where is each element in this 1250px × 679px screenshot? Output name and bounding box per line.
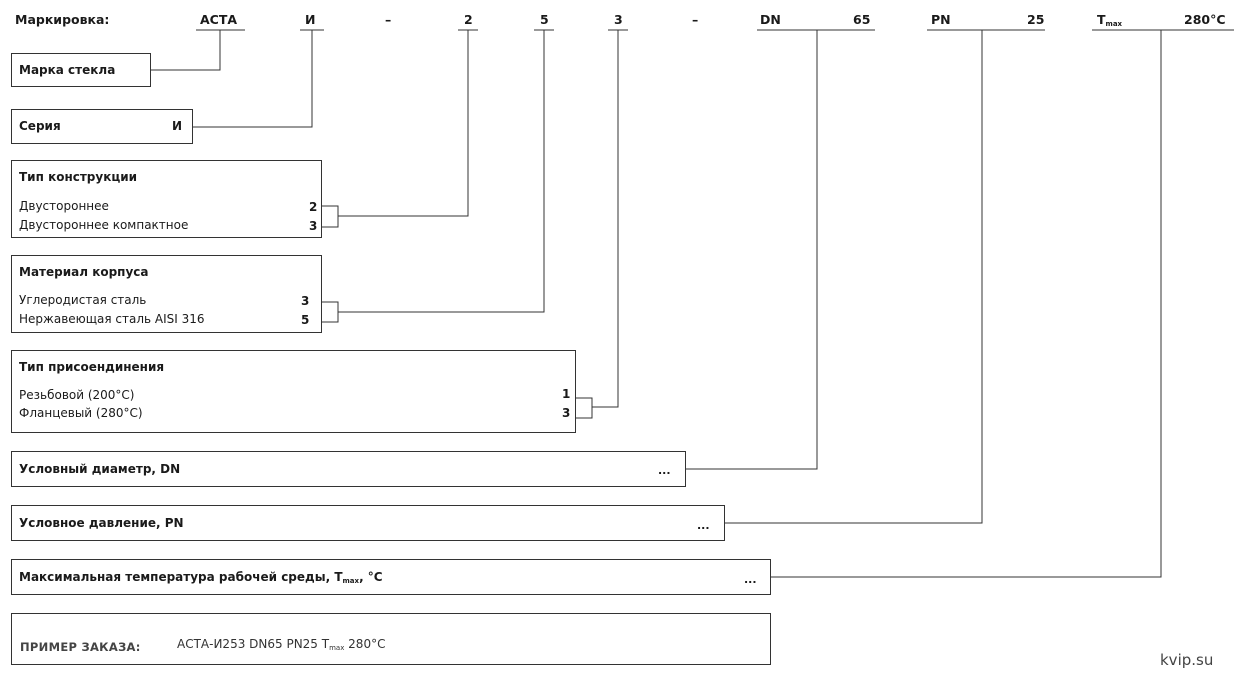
order-example-value: АСТА-И253 DN65 PN25 Tmax 280°С bbox=[177, 637, 386, 652]
nominal-pressure-box: Условное давление, PN ... bbox=[11, 505, 725, 541]
max-temperature-title: Максимальная температура рабочей среды, … bbox=[19, 570, 383, 585]
material-option-label: Углеродистая сталь bbox=[19, 293, 147, 307]
series-box: Серия И bbox=[11, 109, 193, 144]
order-example-label: ПРИМЕР ЗАКАЗА: bbox=[20, 640, 141, 654]
construction-option-label: Двустороннее bbox=[19, 199, 109, 213]
max-temperature-ellipsis: ... bbox=[744, 573, 757, 586]
marking-pn-value: 25 bbox=[1027, 12, 1045, 27]
marking-series: И bbox=[305, 12, 316, 27]
marking-digit-material: 5 bbox=[540, 12, 549, 27]
nominal-diameter-box: Условный диаметр, DN ... bbox=[11, 451, 686, 487]
construction-option-code: 3 bbox=[309, 219, 318, 233]
connection-type-box: Тип присоендинения Резьбовой (200°С) 1 Ф… bbox=[11, 350, 576, 433]
connection-option-label: Фланцевый (280°С) bbox=[19, 406, 143, 420]
marking-digit-construction: 2 bbox=[464, 12, 473, 27]
glass-grade-title: Марка стекла bbox=[19, 63, 116, 77]
max-temperature-box: Максимальная температура рабочей среды, … bbox=[11, 559, 771, 595]
marking-dash-2: – bbox=[692, 12, 699, 27]
body-material-title: Материал корпуса bbox=[19, 265, 149, 279]
construction-option-label: Двустороннее компактное bbox=[19, 218, 189, 232]
glass-grade-box: Марка стекла bbox=[11, 53, 151, 87]
series-title: Серия bbox=[19, 119, 61, 133]
series-code: И bbox=[172, 119, 183, 133]
material-option-label: Нержавеющая сталь AISI 316 bbox=[19, 312, 205, 326]
nominal-pressure-title: Условное давление, PN bbox=[19, 516, 184, 530]
connection-option-code: 1 bbox=[562, 387, 571, 401]
marking-acta: АСТА bbox=[200, 12, 238, 27]
marking-dn-label: DN bbox=[760, 12, 781, 27]
marking-tmax-label: Tmax bbox=[1097, 12, 1123, 28]
body-material-box: Материал корпуса Углеродистая сталь 3 Не… bbox=[11, 255, 322, 333]
construction-type-title: Тип конструкции bbox=[19, 170, 138, 184]
connection-option-label: Резьбовой (200°С) bbox=[19, 388, 135, 402]
connection-option-code: 3 bbox=[562, 406, 571, 420]
site-watermark: kvip.su bbox=[1160, 651, 1214, 669]
marking-digit-connection: 3 bbox=[614, 12, 623, 27]
nominal-diameter-ellipsis: ... bbox=[658, 464, 671, 477]
nominal-diameter-title: Условный диаметр, DN bbox=[19, 462, 181, 476]
marking-label: Маркировка: bbox=[15, 12, 110, 27]
construction-option-code: 2 bbox=[309, 200, 318, 214]
marking-pn-label: PN bbox=[931, 12, 951, 27]
material-option-code: 3 bbox=[301, 294, 310, 308]
connection-type-title: Тип присоендинения bbox=[19, 360, 165, 374]
order-example-box: ПРИМЕР ЗАКАЗА: АСТА-И253 DN65 PN25 Tmax … bbox=[11, 613, 771, 665]
construction-type-box: Тип конструкции Двустороннее 2 Двусторон… bbox=[11, 160, 322, 238]
nominal-pressure-ellipsis: ... bbox=[697, 519, 710, 532]
marking-dash-1: – bbox=[385, 12, 392, 27]
marking-dn-value: 65 bbox=[853, 12, 871, 27]
marking-tmax-value: 280°C bbox=[1184, 12, 1226, 27]
material-option-code: 5 bbox=[301, 313, 310, 327]
